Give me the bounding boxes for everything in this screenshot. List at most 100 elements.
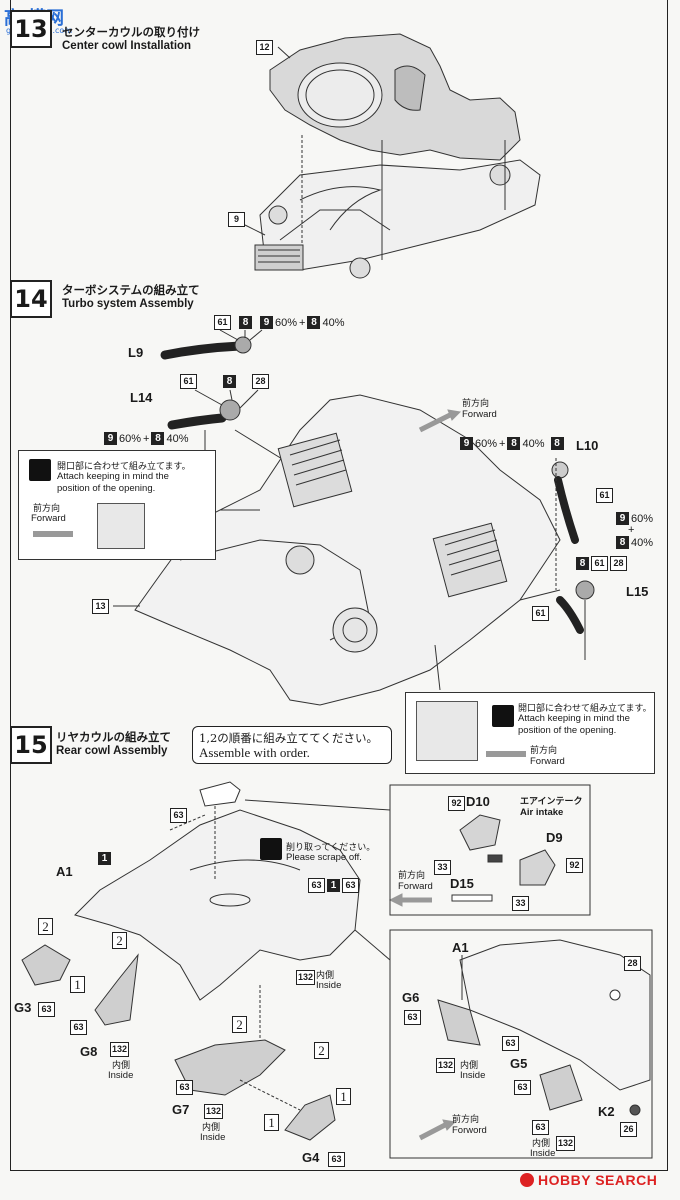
part-61: 61 (596, 488, 613, 503)
paint-63-g5: 63 (514, 1080, 531, 1095)
note-forward-en: Forward (31, 513, 66, 524)
step13-title-en: Center cowl Installation (62, 40, 192, 52)
l15-mix-top: 9 60% (616, 512, 653, 525)
mix-b: 8 (507, 437, 521, 450)
mix-pct-a: 60% (475, 437, 498, 450)
label-d10: D10 (466, 794, 490, 809)
forward-label-jp: 前方向 (462, 399, 490, 409)
inside-en-g7: Inside (200, 1132, 226, 1143)
mix-pct-b: 40% (322, 316, 345, 329)
label-g6: G6 (402, 990, 420, 1005)
order-1-c: 1 (264, 1114, 279, 1131)
tool-icon (492, 705, 514, 727)
step15-drawing (21, 781, 651, 1141)
paint-132-g5: 132 (556, 1136, 576, 1151)
paint-63-g4: 63 (328, 1152, 345, 1167)
label-l9: L9 (128, 345, 144, 360)
l14-mix-row: 9 60% + 8 40% (104, 432, 189, 445)
mix-a: 9 (104, 432, 117, 445)
intake-title-en: Air intake (520, 807, 564, 818)
label-l10: L10 (576, 438, 599, 453)
scrape-en: Please scrape off. (286, 852, 362, 863)
label-l15: L15 (626, 584, 649, 599)
label-k2: K2 (598, 1104, 615, 1119)
step13-number: 13 (10, 10, 52, 48)
mix-b: 8 (616, 536, 629, 549)
label-g5: G5 (510, 1056, 528, 1071)
footer-brand: HOBBY SEARCH (520, 1172, 657, 1188)
mix-b: 8 (151, 432, 165, 445)
forward-arrow-icon (33, 531, 73, 537)
paint-1: 1 (327, 879, 340, 892)
brand-icon (520, 1173, 534, 1187)
inside-jp-g7: 内側 (202, 1123, 221, 1133)
mix-pct-b: 40% (166, 432, 189, 445)
note-en-2: position of the opening. (57, 483, 156, 494)
step15-number: 15 (10, 726, 52, 764)
paint-8: 8 (550, 437, 564, 450)
label-d15: D15 (450, 876, 474, 891)
order-note-en: Assemble with order. (199, 745, 310, 760)
l10-mix-row: 9 60% + 8 40% 8 (460, 437, 564, 450)
paint-1: 1 (98, 852, 111, 865)
l14-paint-row: 61 8 28 (180, 374, 269, 389)
mix-b: 8 (307, 316, 321, 329)
paint-63-top: 63 (170, 808, 187, 823)
paint-8: 8 (576, 557, 589, 570)
note-jp: 開口部に合わせて組み立てます。 (518, 704, 652, 714)
note-forward-jp: 前方向 (530, 746, 558, 756)
intake-forward-en: Forward (398, 881, 433, 892)
paint-26-k2: 26 (620, 1122, 637, 1137)
inside-en-g6: Inside (460, 1070, 486, 1081)
paint-61: 61 (180, 374, 197, 389)
order-2-b: 2 (112, 932, 127, 949)
label-d9: D9 (546, 830, 563, 845)
note-box-opening-2: 開口部に合わせて組み立てます。 Attach keeping in mind t… (405, 692, 655, 774)
tool-icon (29, 459, 51, 481)
paint-63-g6: 63 (404, 1010, 421, 1025)
label-a1: A1 (56, 864, 73, 879)
paint-9: 9 (260, 316, 273, 329)
brand-text: HOBBY SEARCH (538, 1172, 658, 1188)
l15-paint-row: 8 61 28 (576, 556, 627, 571)
step14-drawing (113, 329, 595, 706)
paint-28: 28 (252, 374, 269, 389)
paint-63-g5-top: 63 (502, 1036, 519, 1051)
forward-arrow-icon (486, 751, 526, 757)
label-g7: G7 (172, 1102, 190, 1117)
order-2-c: 2 (232, 1016, 247, 1033)
step15-title-jp: リヤカウルの組み立て (56, 730, 171, 744)
note-forward-en: Forward (530, 756, 565, 767)
note-en-1: Attach keeping in mind the (518, 713, 630, 724)
opening-illustration (416, 701, 478, 761)
paint-33-a: 33 (434, 860, 451, 875)
part-61-l15: 61 (532, 606, 549, 621)
paint-61: 61 (214, 315, 231, 330)
paint-63-g7: 63 (176, 1080, 193, 1095)
intake-forward-jp: 前方向 (398, 871, 426, 881)
mix-pct-a: 60% (275, 316, 298, 329)
note-forward-jp: 前方向 (33, 504, 61, 514)
paint-63-g3: 63 (38, 1002, 55, 1017)
paint-61: 61 (591, 556, 608, 571)
label-a1-right: A1 (452, 940, 469, 955)
step13-drawing (244, 33, 541, 279)
intake-title-jp: エアインテーク (520, 797, 583, 807)
paint-92-d9: 92 (566, 858, 583, 873)
step14-title-en: Turbo system Assembly (62, 298, 194, 310)
paint-132-g7: 132 (204, 1104, 224, 1119)
paint-33-b: 33 (512, 896, 529, 911)
label-l14: L14 (130, 390, 153, 405)
step14-number: 14 (10, 280, 52, 318)
paint-63: 63 (308, 878, 325, 893)
inside-en-g5: Inside (530, 1148, 556, 1159)
mix-pct-a: 60% (631, 512, 654, 525)
paint-63-g8: 63 (70, 1020, 87, 1035)
l9-paint-row: 61 8 9 60% + 8 40% (214, 315, 345, 330)
paint-92-d10: 92 (448, 796, 465, 811)
part-13: 13 (92, 599, 109, 614)
label-g3: G3 (14, 1000, 32, 1015)
paint-8: 8 (239, 316, 252, 329)
step15-title-en: Rear cowl Assembly (56, 745, 168, 757)
paint-28: 28 (610, 556, 627, 571)
